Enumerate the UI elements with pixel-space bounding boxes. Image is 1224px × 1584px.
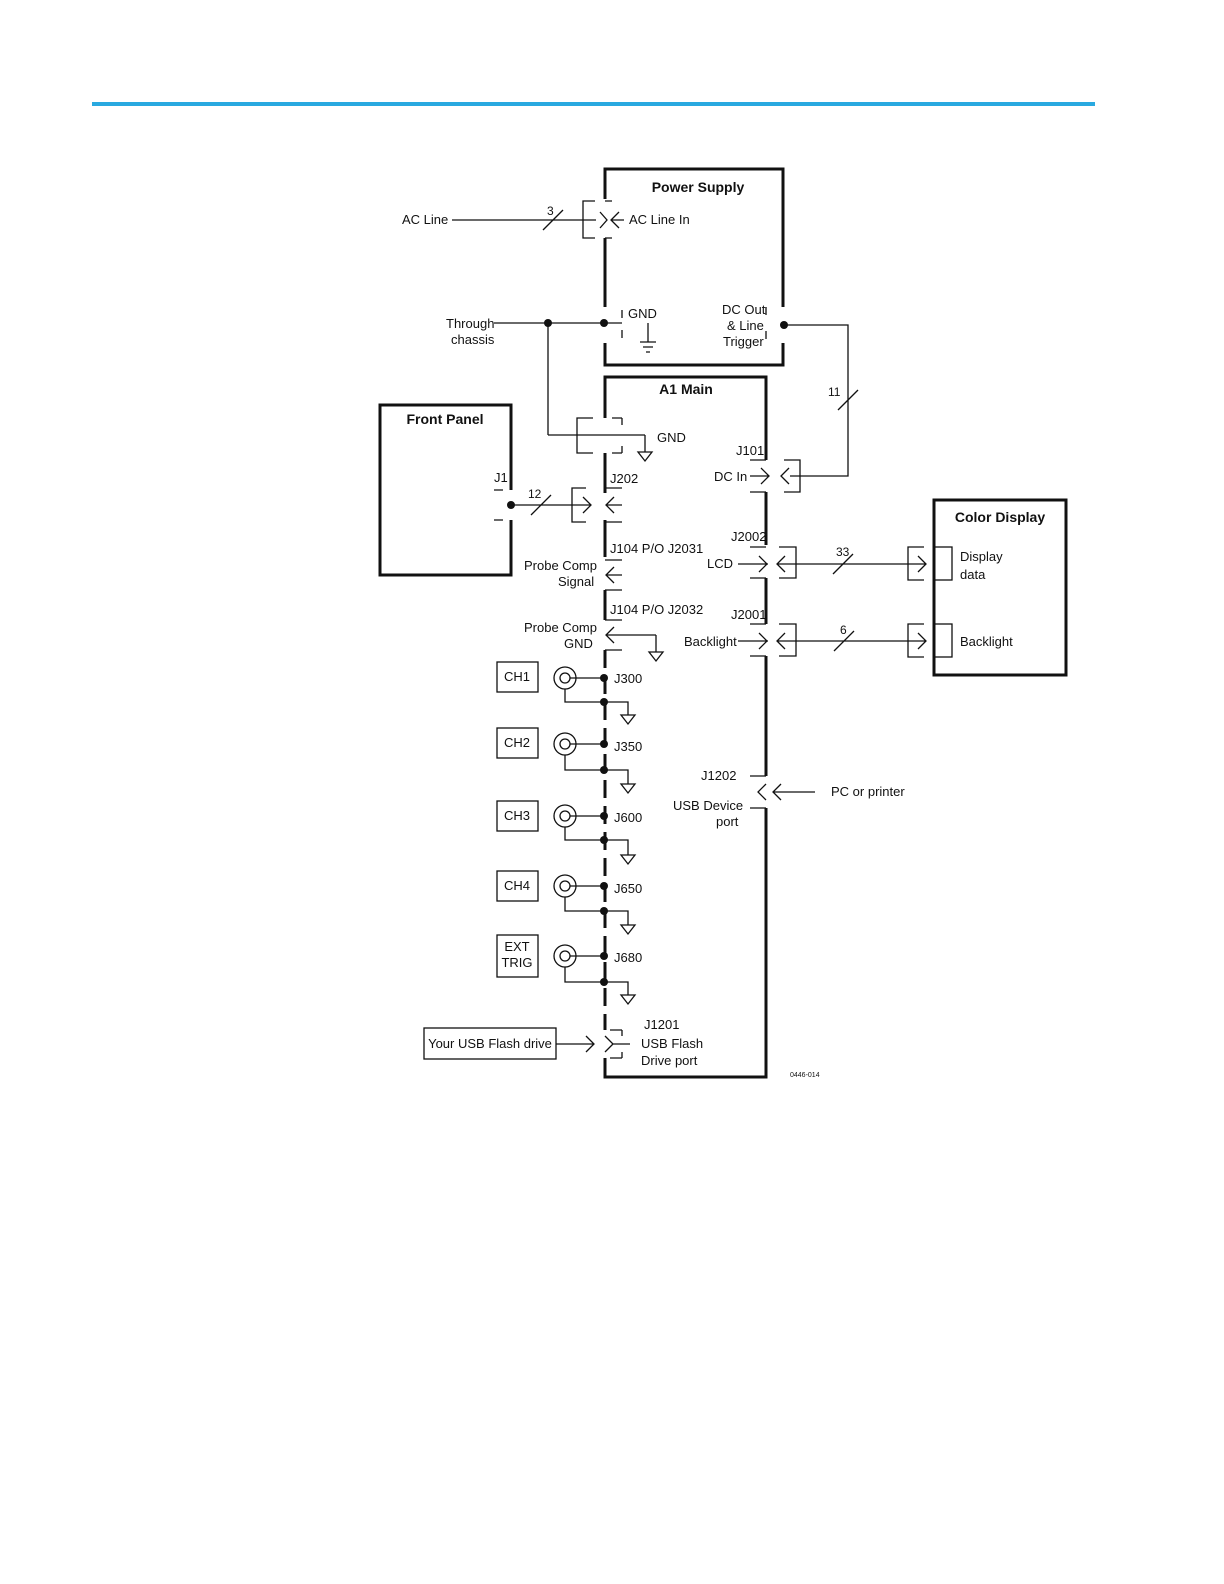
- j104-j2032-label: J104 P/O J2032: [610, 602, 703, 617]
- channel-ch3: CH3 J600: [496, 800, 642, 866]
- j680-label: J680: [614, 950, 642, 965]
- ac-bus-count: 3: [547, 204, 554, 218]
- probe-comp-2-label: Probe Comp: [524, 620, 597, 635]
- a1-main-title: A1 Main: [659, 381, 713, 397]
- dc-out-label: DC Out: [722, 302, 766, 317]
- ch3-label: CH3: [504, 808, 530, 823]
- channel-ch4: CH4 J650: [496, 870, 642, 936]
- ac-line-connection: AC Line 3 AC Line In: [402, 200, 690, 239]
- bl-bus-count: 6: [840, 623, 847, 637]
- probe-comp-signal-connector: J104 P/O J2031 Probe Comp Signal: [524, 541, 703, 591]
- port-label: port: [716, 814, 739, 829]
- your-usb-label: Your USB Flash drive: [428, 1036, 552, 1051]
- j1202-connector: J1202 USB Device port PC or printer: [673, 768, 905, 829]
- j350-label: J350: [614, 739, 642, 754]
- chassis-ground: Through chassis GND: [446, 306, 657, 436]
- color-display-block: Color Display Display data Backlight: [932, 498, 1068, 677]
- drive-port-label: Drive port: [641, 1053, 698, 1068]
- dc-in-label: DC In: [714, 469, 747, 484]
- probe-comp-1-label: Probe Comp: [524, 558, 597, 573]
- power-supply-title: Power Supply: [652, 179, 745, 195]
- probe-comp-gnd-connector: J104 P/O J2032 Probe Comp GND: [524, 602, 703, 663]
- channel-ch2: CH2 J350: [496, 727, 642, 795]
- j1201-connector: Your USB Flash drive J1201 USB Flash Dri…: [423, 1017, 703, 1068]
- usb-device-label: USB Device: [673, 798, 743, 813]
- j1201-label: J1201: [644, 1017, 679, 1032]
- gnd-main-label: GND: [657, 430, 686, 445]
- j2002-label: J2002: [731, 529, 766, 544]
- j300-label: J300: [614, 671, 642, 686]
- j1-label: J1: [494, 470, 508, 485]
- data-label: data: [960, 567, 986, 582]
- j101-label: J101: [736, 443, 764, 458]
- j2001-label: J2001: [731, 607, 766, 622]
- signal-label: Signal: [558, 574, 594, 589]
- ch2-label: CH2: [504, 735, 530, 750]
- ch1-label: CH1: [504, 669, 530, 684]
- ch4-label: CH4: [504, 878, 530, 893]
- lcd-bus-count: 33: [836, 545, 850, 559]
- j2001-connector: J2001 Backlight 6: [684, 607, 927, 658]
- usb-flash-label: USB Flash: [641, 1036, 703, 1051]
- j202-connector: J202: [605, 471, 638, 523]
- front-panel-title: Front Panel: [406, 411, 483, 427]
- backlight-main-label: Backlight: [684, 634, 737, 649]
- and-line-label: & Line: [727, 318, 764, 333]
- ac-line-label: AC Line: [402, 212, 448, 227]
- ac-line-in-label: AC Line In: [629, 212, 690, 227]
- junction-dot: [600, 319, 608, 327]
- trigger-label: Trigger: [723, 334, 764, 349]
- display-label: Display: [960, 549, 1003, 564]
- pc-printer-label: PC or printer: [831, 784, 905, 799]
- header-rule: [92, 102, 1095, 106]
- j2002-connector: J2002 LCD 33: [707, 529, 927, 581]
- dc-out-connection: DC Out & Line Trigger 11: [722, 302, 859, 477]
- j650-label: J650: [614, 881, 642, 896]
- color-display-title: Color Display: [955, 509, 1045, 525]
- j1202-label: J1202: [701, 768, 736, 783]
- j104-j2031-label: J104 P/O J2031: [610, 541, 703, 556]
- lcd-label: LCD: [707, 556, 733, 571]
- figure-id: 0446-014: [790, 1072, 820, 1079]
- a1-main-block: A1 Main: [603, 375, 768, 1079]
- gnd-probe-label: GND: [564, 636, 593, 651]
- gnd-ps-label: GND: [628, 306, 657, 321]
- j101-connector: J101 DC In: [714, 443, 801, 493]
- fp-bus-count: 12: [528, 487, 542, 501]
- trig-label: TRIG: [501, 955, 532, 970]
- backlight-disp-label: Backlight: [960, 634, 1013, 649]
- channel-ch1: CH1 J300: [496, 661, 642, 726]
- ext-label: EXT: [504, 939, 529, 954]
- power-supply-block: Power Supply: [603, 167, 785, 367]
- front-panel-block: Front Panel J1 12: [378, 403, 592, 577]
- chassis-label: chassis: [451, 332, 495, 347]
- j202-label: J202: [610, 471, 638, 486]
- j600-label: J600: [614, 810, 642, 825]
- through-label: Through: [446, 316, 494, 331]
- main-gnd-connector: GND: [576, 417, 686, 463]
- dc-bus-count: 11: [828, 385, 841, 399]
- channel-ext-trig: EXT TRIG J680: [496, 934, 642, 1006]
